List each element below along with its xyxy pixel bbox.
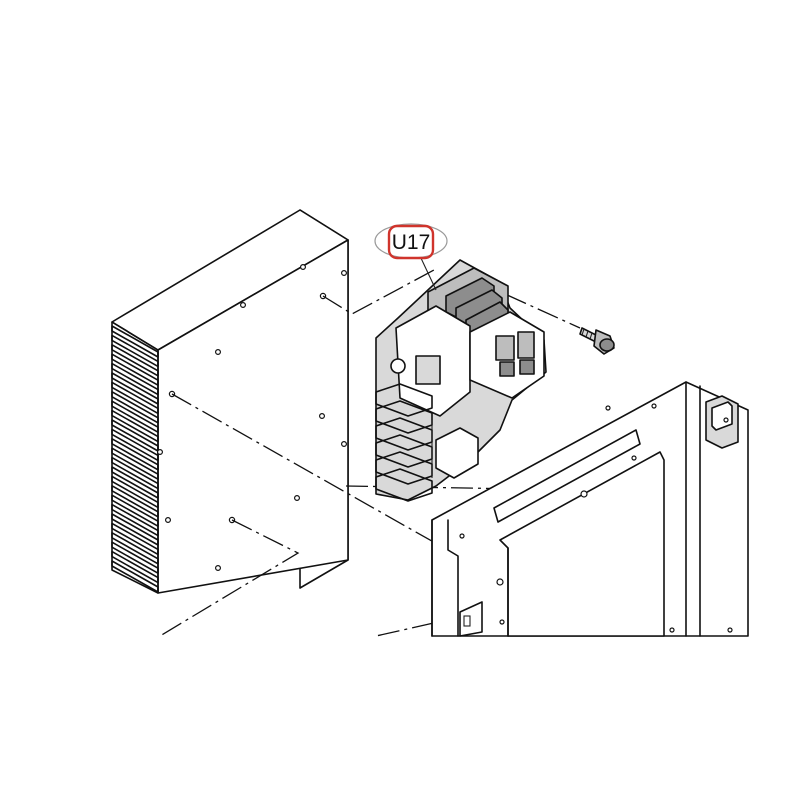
heatsink-fin bbox=[111, 419, 159, 452]
heatsink-fin bbox=[111, 353, 159, 387]
heatsink-fin bbox=[111, 475, 159, 509]
heatsink-fin bbox=[111, 400, 159, 434]
callout-label: U17 bbox=[392, 231, 431, 254]
heatsink-fin bbox=[111, 531, 159, 565]
heatsink-fin bbox=[111, 343, 159, 377]
heatsink-fin bbox=[111, 437, 159, 471]
heatsink-fins bbox=[111, 325, 159, 593]
heatsink-fin bbox=[111, 503, 159, 537]
heatsink-fin bbox=[111, 541, 159, 575]
heatsink-fin bbox=[111, 390, 159, 424]
screw-icon bbox=[579, 327, 615, 355]
heatsink-fin bbox=[111, 372, 159, 405]
heatsink-fin bbox=[111, 550, 159, 584]
heatsink-fin bbox=[111, 484, 159, 518]
heatsink-fin bbox=[111, 560, 159, 593]
heatsink-fin bbox=[111, 522, 159, 556]
ipm-module-icon bbox=[375, 259, 547, 502]
heatsink-fin bbox=[111, 494, 159, 528]
heatsink-fin bbox=[111, 456, 159, 490]
heatsink-fin bbox=[111, 447, 159, 481]
heatsink-fin bbox=[111, 362, 159, 396]
heatsink-fin bbox=[111, 381, 159, 415]
heatsink-fin bbox=[111, 428, 159, 462]
part-callout: U17 bbox=[374, 223, 448, 291]
ipm-terminal bbox=[375, 383, 433, 417]
ipm-terminal bbox=[375, 468, 433, 502]
heatsink-fin bbox=[111, 466, 159, 499]
heatsink-icon bbox=[111, 209, 349, 594]
chassis-panel-icon bbox=[431, 381, 749, 637]
callout-highlight-box bbox=[387, 224, 435, 260]
heatsink-fin bbox=[111, 409, 159, 443]
heatsink-fin bbox=[111, 513, 159, 546]
